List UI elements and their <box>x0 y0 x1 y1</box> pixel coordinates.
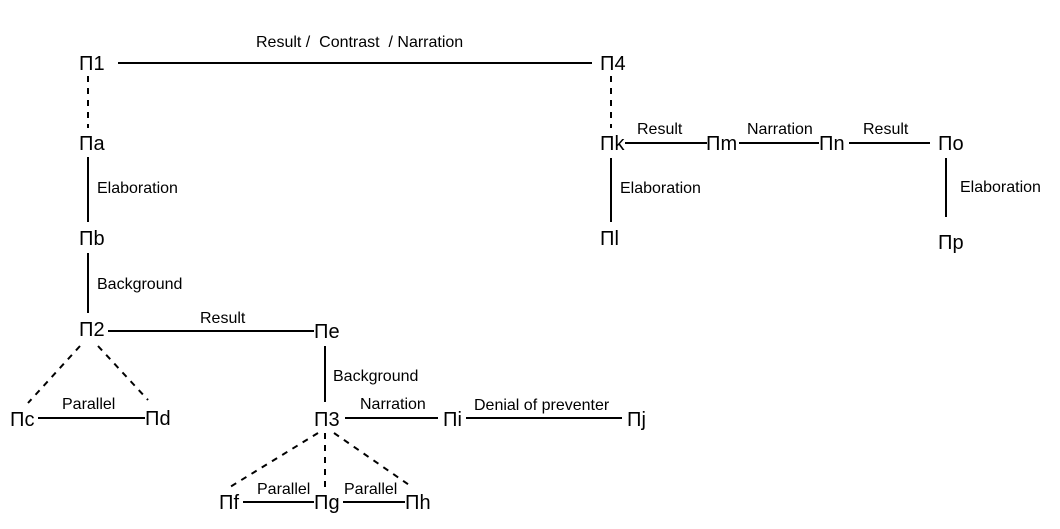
edge-labels: Result / Contrast / Narration Elaboratio… <box>62 34 1041 498</box>
node-p4: Π4 <box>600 53 626 75</box>
node-p2: Π2 <box>79 319 105 341</box>
node-pb: Πb <box>79 228 105 250</box>
edge-label-po-pp: Elaboration <box>960 179 1041 196</box>
node-pg: Πg <box>314 492 340 514</box>
edge-label-pc-pd: Parallel <box>62 396 115 413</box>
node-ph: Πh <box>405 492 431 514</box>
node-pc: Πc <box>10 409 34 431</box>
node-p3: Π3 <box>314 409 340 431</box>
edge-label-pm-pn: Narration <box>747 121 813 138</box>
edge-label-p1-p4: Result / Contrast / Narration <box>256 34 463 51</box>
node-pa: Πa <box>79 133 105 155</box>
node-po: Πo <box>938 133 964 155</box>
edge-label-p2-pe: Result <box>200 310 246 327</box>
node-pi: Πi <box>443 409 462 431</box>
edge-label-pk-pm: Result <box>637 121 683 138</box>
node-pd: Πd <box>145 408 171 430</box>
nodes: Π1 Π4 Πa Πb Π2 Πe Πc Πd Π3 Πi Πj Πf Πg Π… <box>10 53 964 514</box>
edge-label-pa-pb: Elaboration <box>97 180 178 197</box>
edge-label-pb-p2: Background <box>97 276 182 293</box>
node-pm: Πm <box>706 133 737 155</box>
edge-label-pn-po: Result <box>863 121 909 138</box>
edge-label-p3-pi: Narration <box>360 396 426 413</box>
node-pp: Πp <box>938 232 964 254</box>
edge-label-pf-pg: Parallel <box>257 481 310 498</box>
edge-p3-pf <box>229 432 319 488</box>
node-pj: Πj <box>627 409 646 431</box>
node-pn: Πn <box>819 133 845 155</box>
edge-label-pk-pl: Elaboration <box>620 180 701 197</box>
edge-label-pe-p3: Background <box>333 368 418 385</box>
edge-label-pi-pj: Denial of preventer <box>474 397 610 414</box>
node-p1: Π1 <box>79 53 105 75</box>
node-pf: Πf <box>219 492 239 514</box>
node-pe: Πe <box>314 321 340 343</box>
node-pk: Πk <box>600 133 625 155</box>
edge-p2-pc <box>27 345 81 404</box>
edge-p2-pd <box>97 345 149 401</box>
node-pl: Πl <box>600 228 619 250</box>
edge-label-pg-ph: Parallel <box>344 481 397 498</box>
connectors <box>27 62 947 503</box>
edge-p3-ph <box>333 432 413 488</box>
